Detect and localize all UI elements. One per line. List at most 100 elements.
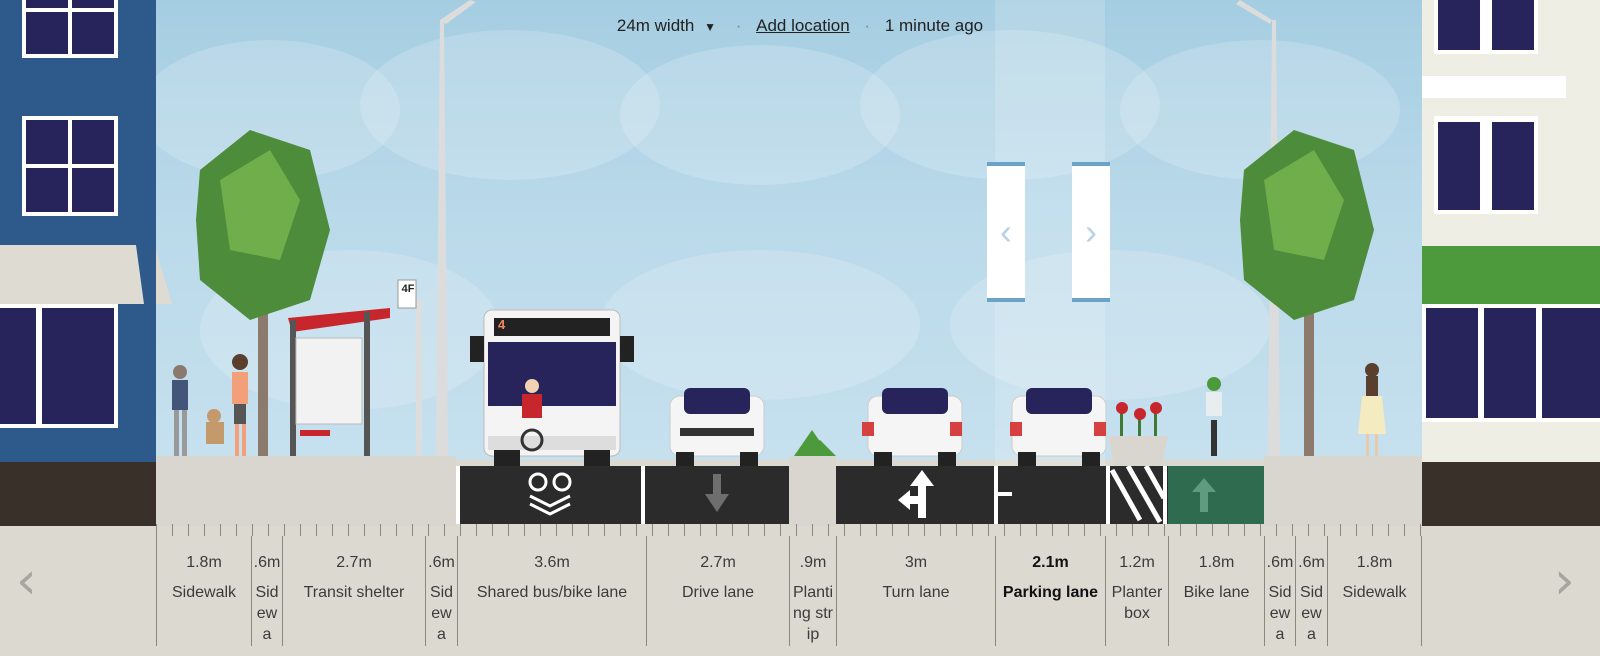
tick-mark bbox=[236, 524, 237, 536]
segment-turn-lane[interactable]: 3m Turn lane bbox=[836, 536, 995, 646]
tick-mark bbox=[204, 524, 205, 536]
segment-name: Sidewalk bbox=[1342, 584, 1407, 601]
segment-name: Bike lane bbox=[1183, 584, 1250, 601]
tick-mark bbox=[1420, 524, 1421, 536]
segment-width: 2.7m bbox=[336, 554, 372, 571]
bus bbox=[470, 309, 634, 466]
segment-sidewalk[interactable]: .6m Sidewa bbox=[1264, 536, 1295, 646]
building-left bbox=[0, 0, 172, 526]
segment-transit-shelter[interactable]: 2.7m Transit shelter bbox=[282, 536, 425, 646]
segment-name: Sidewa bbox=[1299, 584, 1324, 643]
tick-mark bbox=[940, 524, 941, 536]
bus-stop-sign: 4F bbox=[401, 283, 415, 295]
tick-mark bbox=[300, 524, 301, 536]
tick-mark bbox=[428, 524, 429, 536]
segment-width: 2.1m bbox=[1032, 554, 1069, 571]
tick-mark bbox=[284, 524, 285, 536]
tick-mark bbox=[572, 524, 573, 536]
tick-mark bbox=[556, 524, 557, 536]
tick-mark bbox=[444, 524, 445, 536]
tick-mark bbox=[796, 524, 797, 536]
tick-mark bbox=[1180, 524, 1181, 536]
segment-sidewalk[interactable]: .6m Sidewa bbox=[1295, 536, 1327, 646]
street-info-bar: 24m width ▼ · Add location · 1 minute ag… bbox=[0, 16, 1600, 36]
tick-mark bbox=[1116, 524, 1117, 536]
segment-sidewalk[interactable]: .6m Sidewa bbox=[425, 536, 457, 646]
cyclist bbox=[1206, 377, 1222, 456]
resize-handle-right[interactable]: › bbox=[1072, 162, 1110, 302]
left-turn-arrow-marking bbox=[898, 470, 934, 518]
segment-sidewalk[interactable]: .6m Sidewa bbox=[251, 536, 282, 646]
segment-width: 1.2m bbox=[1119, 554, 1155, 571]
segment-sidewalk[interactable]: 1.8m Sidewalk bbox=[156, 536, 251, 646]
tick-mark bbox=[620, 524, 621, 536]
segment-planting-strip[interactable]: .9m Planting strip bbox=[789, 536, 836, 646]
segment-width: .6m bbox=[1298, 554, 1325, 571]
segment-drive-lane[interactable]: 2.7m Drive lane bbox=[646, 536, 789, 646]
tick-mark bbox=[732, 524, 733, 536]
segment-parking-lane[interactable]: 2.1m Parking lane bbox=[995, 536, 1105, 646]
tick-mark bbox=[636, 524, 637, 536]
add-location-link[interactable]: Add location bbox=[756, 16, 850, 35]
tick-mark bbox=[1132, 524, 1133, 536]
tick-mark bbox=[268, 524, 269, 536]
tick-mark bbox=[892, 524, 893, 536]
tick-mark bbox=[812, 524, 813, 536]
measurement-ticks bbox=[156, 524, 1422, 536]
tick-mark bbox=[668, 524, 669, 536]
tick-mark bbox=[1244, 524, 1245, 536]
tick-mark bbox=[492, 524, 493, 536]
separator: · bbox=[864, 16, 871, 35]
tick-mark bbox=[1356, 524, 1357, 536]
tick-mark bbox=[1276, 524, 1277, 536]
shared-bus-bike-lane-surface bbox=[460, 466, 646, 524]
segment-sidewalk[interactable]: 1.8m Sidewalk bbox=[1327, 536, 1422, 646]
tick-mark bbox=[508, 524, 509, 536]
chevron-left-icon: ‹ bbox=[1000, 211, 1012, 252]
scroll-left-arrow-icon[interactable]: ‹ bbox=[16, 551, 37, 611]
tree-left bbox=[196, 130, 330, 456]
pedestrian-figures bbox=[172, 354, 1386, 456]
street-width-selector[interactable]: 24m width ▼ bbox=[617, 16, 726, 35]
building-right bbox=[1422, 0, 1600, 526]
plant-small bbox=[794, 430, 836, 456]
down-arrow-marking bbox=[705, 474, 729, 512]
tick-mark bbox=[1020, 524, 1021, 536]
tick-mark bbox=[780, 524, 781, 536]
tick-mark bbox=[1404, 524, 1405, 536]
car-drive-lane bbox=[669, 388, 765, 466]
car-turn-lane bbox=[862, 388, 963, 466]
segment-width: 1.8m bbox=[186, 554, 222, 571]
resize-handle-left[interactable]: ‹ bbox=[987, 162, 1025, 302]
caret-down-icon: ▼ bbox=[704, 20, 716, 34]
tick-mark bbox=[972, 524, 973, 536]
tick-mark bbox=[924, 524, 925, 536]
tree-right bbox=[1240, 130, 1374, 456]
segment-width: 2.7m bbox=[700, 554, 736, 571]
scroll-right-arrow-icon[interactable]: › bbox=[1554, 551, 1575, 611]
sharrow-icon bbox=[528, 472, 572, 516]
tick-mark bbox=[1388, 524, 1389, 536]
tick-mark bbox=[876, 524, 877, 536]
transit-shelter bbox=[288, 279, 422, 456]
tick-mark bbox=[172, 524, 173, 536]
up-arrow-marking bbox=[1192, 478, 1216, 512]
segment-width: 1.8m bbox=[1356, 554, 1393, 571]
segment-name: Planting strip bbox=[792, 584, 834, 643]
segment-name: Sidewa bbox=[429, 584, 454, 643]
segment-planter-box[interactable]: 1.2m Planter box bbox=[1105, 536, 1168, 646]
tick-mark bbox=[652, 524, 653, 536]
parking-lane-surface bbox=[995, 466, 1105, 524]
tick-mark bbox=[156, 524, 157, 536]
tick-mark bbox=[412, 524, 413, 536]
segment-shared-bus-bike-lane[interactable]: 3.6m Shared bus/bike lane bbox=[457, 536, 646, 646]
segment-name: Turn lane bbox=[882, 584, 950, 601]
car-parking-lane bbox=[1010, 388, 1107, 466]
segment-bike-lane[interactable]: 1.8m Bike lane bbox=[1168, 536, 1264, 646]
tick-mark bbox=[188, 524, 189, 536]
segment-name: Transit shelter bbox=[303, 584, 405, 601]
tick-mark bbox=[252, 524, 253, 536]
chevron-right-icon: › bbox=[1085, 211, 1097, 252]
tick-mark bbox=[332, 524, 333, 536]
turn-lane-surface bbox=[836, 466, 995, 524]
